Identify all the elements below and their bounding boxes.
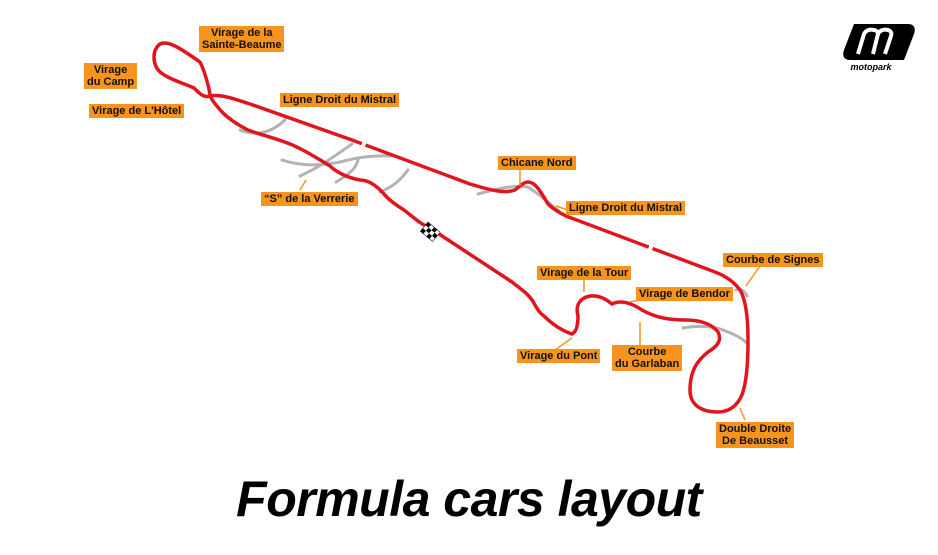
unused-track-section <box>681 324 750 347</box>
leader-line <box>739 407 746 421</box>
leader-line <box>299 179 307 191</box>
corner-label: Chicane Nord <box>498 156 576 170</box>
unused-track-section <box>334 158 360 184</box>
corner-label: Virage de la Tour <box>537 266 632 280</box>
formula-circuit <box>152 41 750 414</box>
leader-line <box>745 265 761 287</box>
corner-label: Courbe de Signes <box>723 253 823 267</box>
unused-track-section <box>238 118 287 135</box>
unused-track-section <box>378 168 410 194</box>
corner-label: Ligne Droit du Mistral <box>280 93 400 107</box>
motopark-logo-icon <box>843 24 915 60</box>
corner-label: Virage du Camp <box>84 63 138 89</box>
corner-label: Virage de L'Hôtel <box>89 104 185 118</box>
sector-mark <box>473 224 484 236</box>
corner-label: “S” de la Verrerie <box>261 192 358 206</box>
corner-label: Virage de Bendor <box>636 287 733 301</box>
corner-label: Ligne Droit du Mistral <box>566 201 686 215</box>
sector-mark <box>361 135 369 147</box>
checkered-flag-icon <box>419 221 441 242</box>
brand-name: motopark <box>850 62 892 72</box>
corner-label: Virage du Pont <box>517 349 601 363</box>
corner-label: Virage de la Sainte-Beaume <box>199 26 285 52</box>
sector-mark <box>647 241 655 253</box>
layout-title: Formula cars layout <box>236 471 702 527</box>
unused-track-section <box>280 154 394 167</box>
leader-line <box>554 337 573 351</box>
corner-label: Double Droite De Beausset <box>716 422 795 448</box>
corner-label: Courbe du Garlaban <box>612 345 683 371</box>
